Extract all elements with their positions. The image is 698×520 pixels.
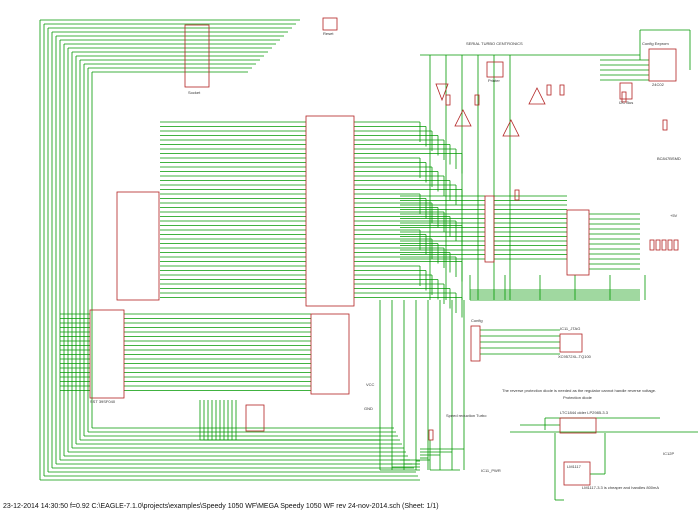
- lm1117-ic: [563, 461, 591, 486]
- labels: Socket SERIAL TURBO CENTRONICS Config Ee…: [90, 31, 681, 490]
- ram-ic: [116, 191, 160, 301]
- eeprom-ic: [648, 48, 677, 82]
- pwr-label: IC11_PWR: [481, 468, 501, 473]
- transistor-label: BC847BSMD: [657, 156, 681, 161]
- resistor: [649, 239, 655, 251]
- eeprom-part: 24C02: [652, 82, 665, 87]
- resistor: [445, 94, 451, 106]
- speed-reduction-label: Speed reduction Turbo: [446, 413, 487, 418]
- cpld-ic: [305, 115, 355, 307]
- parts: [89, 17, 677, 486]
- printer-label: Printer: [488, 78, 500, 83]
- regulator-label: LTC1844 older LP2985-3.3: [560, 410, 609, 415]
- resistor: [661, 239, 667, 251]
- wires: [39, 19, 698, 501]
- buffer-4: [528, 87, 546, 105]
- socket-ic: [184, 24, 210, 88]
- i2c-label: I2C Bus: [619, 100, 633, 105]
- reset-label: Reset: [323, 31, 334, 36]
- resistor: [514, 189, 520, 201]
- vcc-label: VCC: [366, 382, 375, 387]
- protection-diode-label: Protection diode: [563, 395, 593, 400]
- ram-label: SST 39SF040: [90, 399, 116, 404]
- config-label: Config: [471, 318, 483, 323]
- gnd-label: GND: [364, 406, 373, 411]
- buffer-3: [502, 119, 520, 137]
- printer-jumper: [486, 61, 504, 78]
- resistor: [559, 84, 565, 96]
- resistor: [474, 94, 480, 106]
- cpld-label: XC9572XL-TQ100: [558, 354, 592, 359]
- cpld-power-ic: [310, 313, 350, 395]
- small-ic: [245, 404, 265, 432]
- resistor: [546, 84, 552, 96]
- buffer-2: [454, 109, 472, 127]
- resistor: [667, 239, 673, 251]
- resistor: [673, 239, 679, 251]
- ic12p-label: IC12P: [663, 451, 674, 456]
- reverse-note: The reverse protection diode is needed a…: [502, 388, 656, 393]
- resistor-pack: [484, 195, 495, 263]
- buffer-1: [435, 83, 449, 102]
- resistor: [428, 429, 434, 441]
- config-connector: [470, 325, 481, 362]
- lm1117-note: LM1117-3.3 is cheaper and handles 800mA: [582, 485, 659, 490]
- regulator-ic: [559, 417, 597, 434]
- reset-button: [322, 17, 338, 31]
- plus5v-label: +5V: [670, 213, 678, 218]
- jtag-label: IC11_JTAG: [560, 326, 580, 331]
- resistor: [621, 91, 627, 103]
- resistor: [655, 239, 661, 251]
- eeprom-title: Config Eeprom: [642, 41, 669, 46]
- resistor: [662, 119, 668, 131]
- drive-connector: [566, 209, 590, 276]
- socket-label: Socket: [188, 90, 201, 95]
- serial-turbo-label: SERIAL TURBO CENTRONICS: [466, 41, 523, 46]
- flash-ic: [89, 309, 125, 399]
- sheet-footer: 23-12-2014 14:30:50 f=0.92 C:\EAGLE-7.1.…: [3, 503, 439, 510]
- jtag-connector: [559, 333, 583, 353]
- lm1117-label: LM1117: [567, 464, 582, 469]
- resistors: [428, 84, 679, 441]
